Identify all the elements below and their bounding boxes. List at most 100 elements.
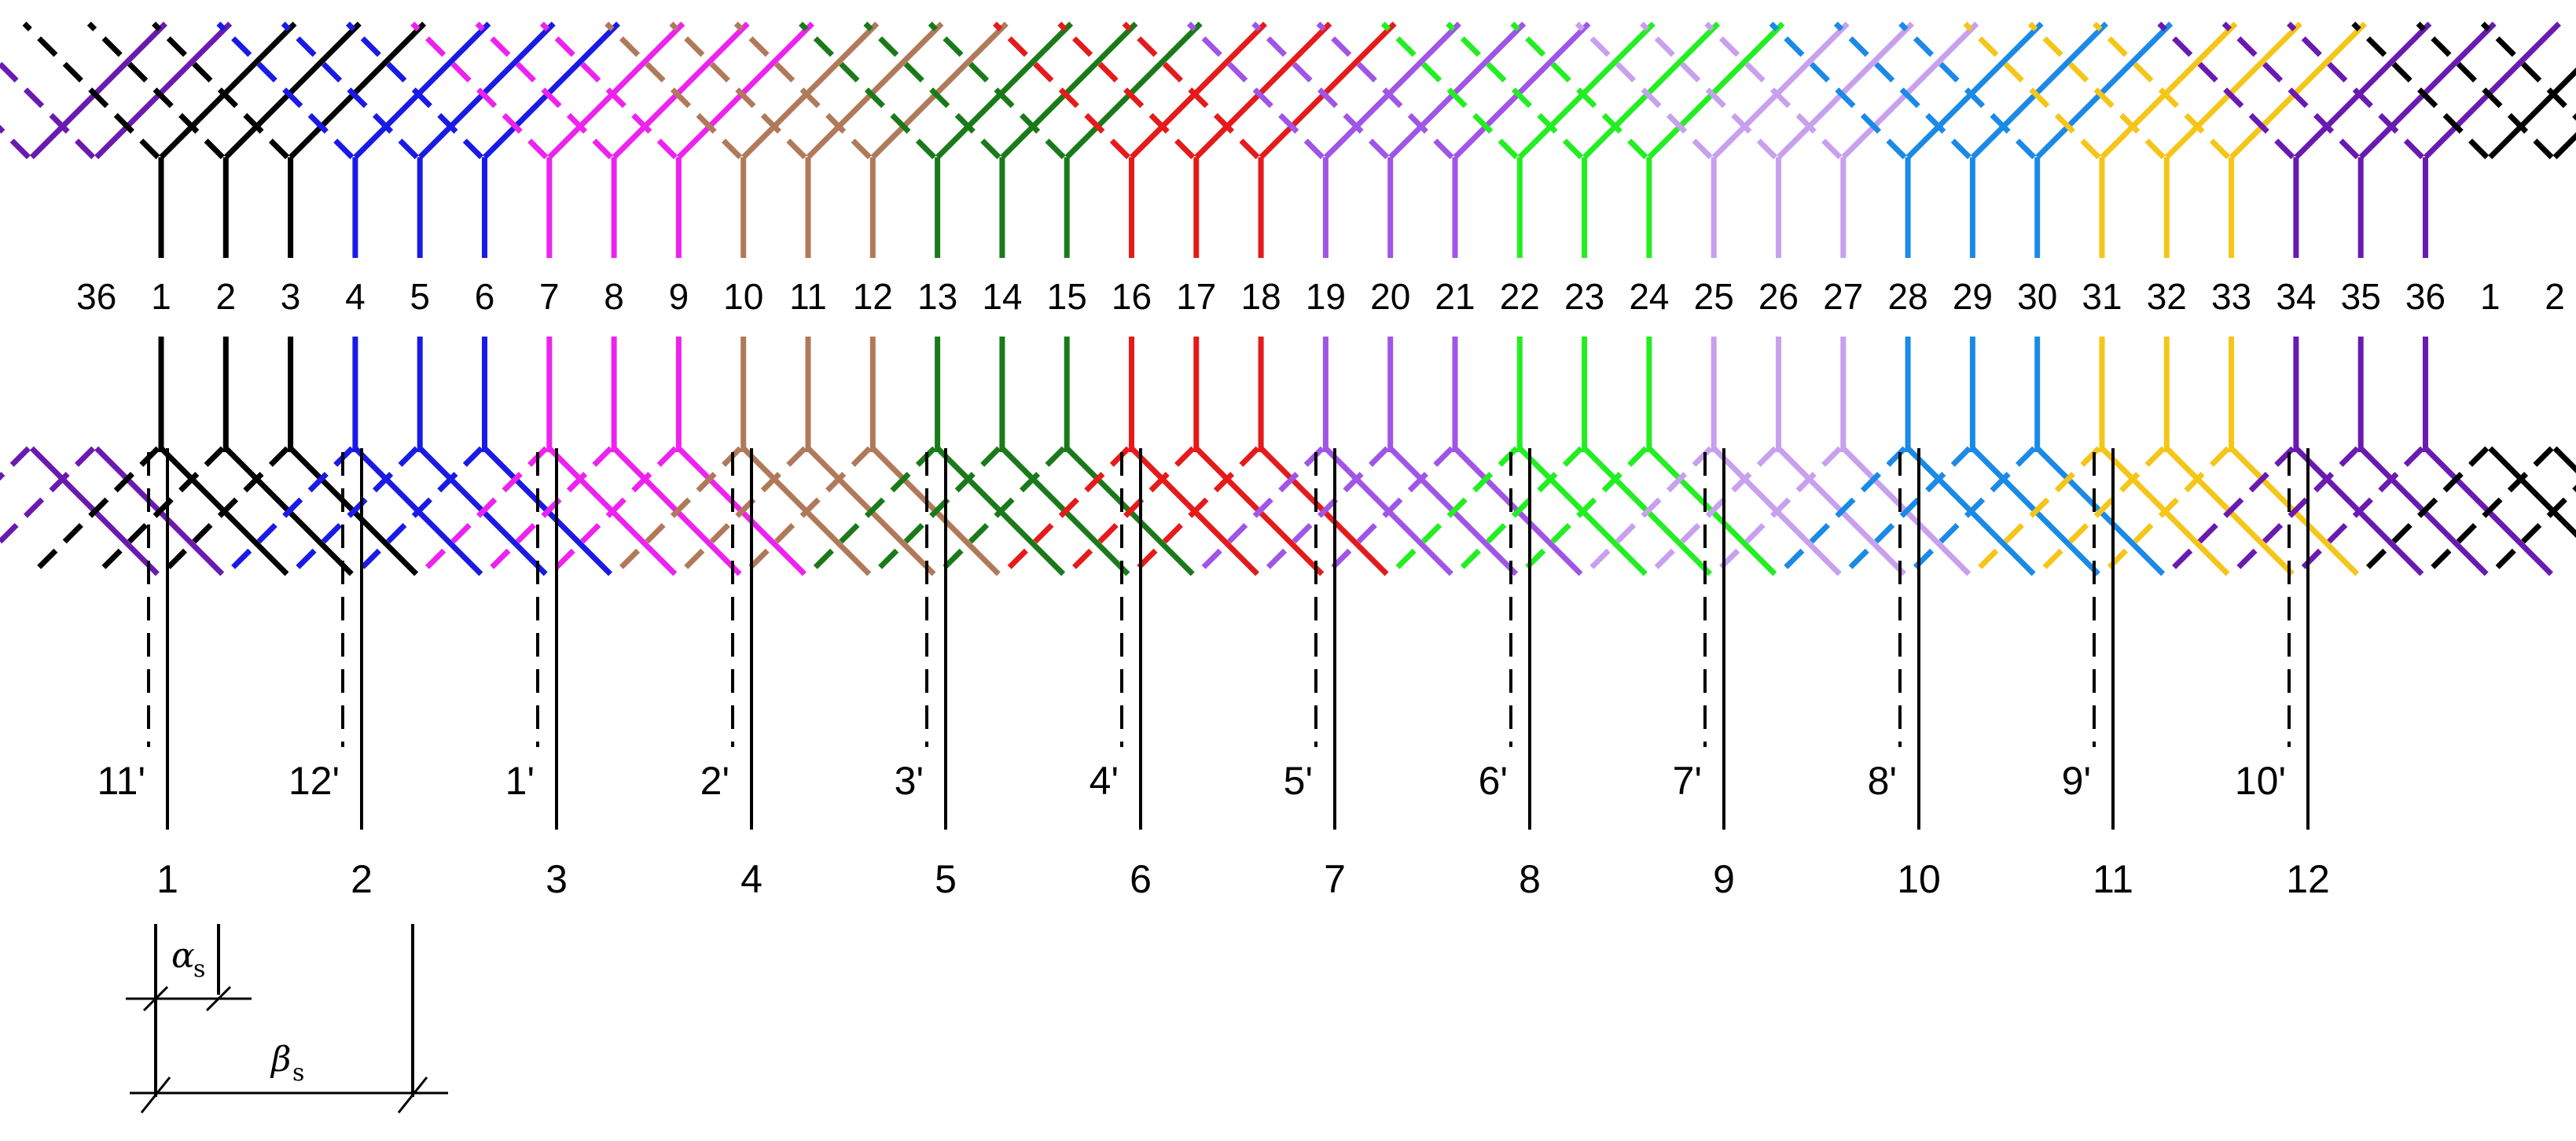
slot-label: 17	[1176, 276, 1216, 317]
slot-label: 33	[2211, 276, 2251, 317]
slot-label: 32	[2147, 276, 2187, 317]
slot-label: 4	[345, 276, 366, 317]
bottom-end-dashed	[1388, 446, 1519, 576]
top-end-solid	[1064, 21, 1203, 160]
dashed-lead-label: 4'	[1090, 759, 1119, 803]
top-end-dashed	[1186, 21, 1325, 160]
bottom-end-dashed	[288, 446, 419, 576]
top-end-dashed	[863, 21, 1001, 160]
bottom-end-dashed	[807, 446, 937, 576]
slot-label: 5	[410, 276, 430, 317]
top-end-solid	[29, 21, 167, 160]
lead-label: 6	[1130, 857, 1152, 901]
top-end-solid	[612, 21, 750, 160]
alpha-subscript: s	[193, 955, 205, 983]
bottom-end-dashed	[160, 446, 290, 576]
lead-label: 10	[1897, 857, 1941, 901]
slot-label: 31	[2082, 276, 2122, 317]
bottom-end-dashed	[2359, 446, 2490, 576]
top-end-dashed	[2221, 21, 2360, 160]
top-end-dashed	[1057, 21, 1196, 160]
beta-symbol: β	[270, 1040, 291, 1080]
top-end-dashed	[928, 21, 1066, 160]
slot-label: 35	[2341, 276, 2381, 317]
top-end-solid	[1905, 21, 2044, 160]
dashed-lead-label: 10'	[2235, 759, 2286, 803]
beta-subscript: s	[292, 1059, 304, 1087]
slot-label: 26	[1758, 276, 1799, 317]
top-end-dashed	[22, 21, 160, 160]
slot-label: 2	[2545, 276, 2565, 317]
top-end-dashed	[1769, 21, 1907, 160]
bottom-end-dashed	[1582, 446, 1713, 576]
bottom-end-dashed	[935, 446, 1066, 576]
top-end-dashed	[410, 21, 549, 160]
lead-label: 1	[156, 857, 178, 901]
top-end-solid	[1388, 21, 1527, 160]
dashed-lead-label: 6'	[1479, 759, 1508, 803]
top-end-dashed	[281, 21, 419, 160]
top-end-solid	[2488, 67, 2576, 160]
dashed-lead-label: 7'	[1673, 759, 1702, 803]
slot-label: 16	[1112, 276, 1152, 317]
bottom-end-dashed	[1518, 446, 1648, 576]
label-strip	[31, 258, 2570, 337]
bottom-end-dashed	[1777, 446, 1907, 576]
bottom-end-dashed	[354, 446, 483, 576]
bottom-end-dashed	[1324, 446, 1454, 576]
top-end-dashed	[2416, 21, 2554, 160]
bottom-end-dashed	[741, 446, 872, 576]
bottom-end-dashed	[1453, 446, 1584, 576]
bottom-end-dashed	[1065, 446, 1196, 576]
lead-wires	[147, 448, 2310, 830]
alpha-symbol: α	[171, 936, 195, 976]
slot-label: 11	[789, 276, 827, 317]
slot-label: 2	[216, 276, 237, 317]
top-end-solid	[223, 21, 362, 160]
slot-label: 13	[917, 276, 957, 317]
slot-label: 36	[76, 276, 116, 317]
top-end-solid	[676, 21, 814, 160]
slot-label: 3	[281, 276, 301, 317]
top-end-dashed	[1122, 21, 1260, 160]
bottom-end-dashed	[1841, 446, 1972, 576]
bottom-end-dashed	[612, 446, 743, 576]
slot-label: 10	[723, 276, 763, 317]
bottom-end-dashed	[2423, 446, 2554, 576]
dashed-lead-label: 2'	[700, 759, 729, 803]
top-end-solid	[417, 21, 556, 160]
bottom-end-dashed	[547, 446, 678, 576]
top-end-solid	[547, 21, 685, 160]
slot-label: 18	[1241, 276, 1281, 317]
slot-label: 1	[2480, 276, 2501, 317]
top-end-dashed	[475, 21, 613, 160]
pitch-legend: α s β s	[126, 924, 448, 1113]
bottom-end-dashed	[2165, 446, 2295, 576]
bottom-end-dashed	[1712, 446, 1843, 576]
top-end-solid	[1711, 21, 1850, 160]
top-end-solid	[741, 21, 880, 160]
slot-label: 12	[853, 276, 893, 317]
top-end-solid	[288, 21, 427, 160]
bottom-end-dashed	[2488, 484, 2576, 576]
top-end-connections	[0, 21, 2576, 160]
top-end-solid	[1841, 21, 1979, 160]
top-end-dashed	[2480, 21, 2576, 121]
top-end-dashed	[1251, 21, 1390, 160]
top-end-solid	[94, 21, 233, 160]
top-end-solid	[1194, 21, 1332, 160]
top-end-solid	[1453, 21, 1591, 160]
lead-label: 12	[2286, 857, 2330, 901]
top-end-solid	[1970, 21, 2108, 160]
top-end-solid	[1647, 21, 1785, 160]
slot-label: 9	[669, 276, 689, 317]
bottom-end-dashed	[1001, 446, 1130, 576]
slot-label: 23	[1564, 276, 1604, 317]
slot-label: 36	[2405, 276, 2446, 317]
top-end-solid	[159, 21, 297, 160]
top-end-solid	[2035, 21, 2174, 160]
top-end-dashed	[2287, 21, 2424, 160]
bottom-end-dashed	[94, 446, 225, 576]
top-end-dashed	[346, 21, 483, 160]
